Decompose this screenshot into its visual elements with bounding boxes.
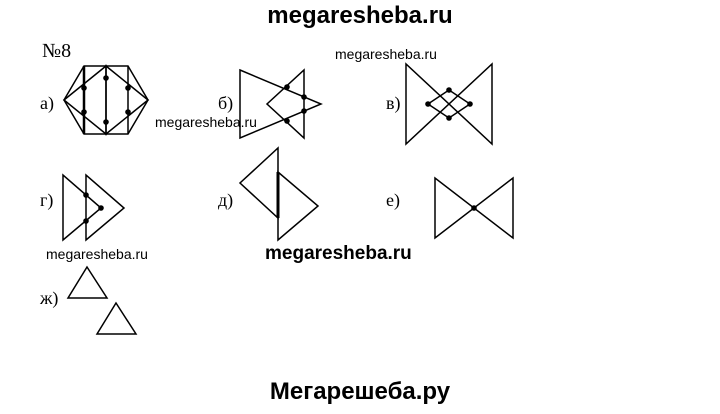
label-e: е): [386, 190, 400, 210]
label-g: г): [40, 190, 54, 210]
figure-g-triangles: [62, 173, 126, 242]
figure-d-triangles: [238, 146, 320, 242]
watermark-small: megaresheba.ru: [155, 114, 257, 130]
problem-number: №8: [42, 40, 72, 62]
figure-a-hexagram: [62, 64, 150, 136]
figure-zh-triangles: [66, 265, 138, 335]
watermark-small: megaresheba.ru: [46, 246, 148, 262]
label-v: в): [386, 93, 401, 113]
watermark-bottom: Мегарешеба.ру: [269, 378, 451, 405]
watermark-small: megaresheba.ru: [335, 46, 437, 62]
figure-e-bowtie: [434, 176, 514, 240]
watermark-middle: megaresheba.ru: [265, 243, 412, 264]
figure-b-triangles: [239, 68, 323, 140]
label-a: а): [40, 93, 54, 113]
watermark-top: megaresheba.ru: [267, 2, 453, 29]
label-d: д): [218, 190, 234, 210]
figure-v-bowtie: [405, 62, 493, 146]
label-zh: ж): [40, 288, 59, 308]
label-b: б): [218, 93, 234, 113]
